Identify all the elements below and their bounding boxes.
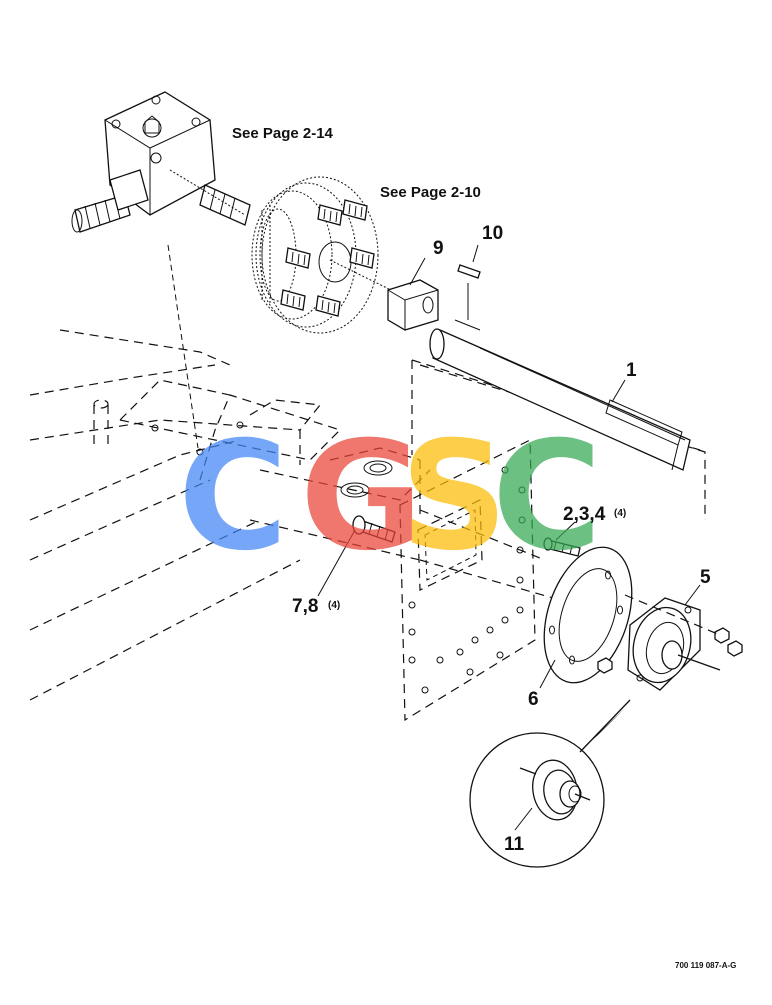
bearing-part-5 (597, 594, 743, 691)
callout-7-8: 7,8 (292, 596, 318, 617)
gearbox (71, 91, 251, 233)
callout-9: 9 (433, 238, 444, 259)
coupler-part-9 (387, 279, 439, 331)
callout-2-3-4-qty: (4) (614, 508, 626, 519)
sheave-assembly (251, 176, 396, 334)
watermark-letter-3: S (400, 410, 508, 584)
watermark-letter-1: C (178, 410, 288, 584)
mounting-plate (399, 439, 561, 722)
callout-6: 6 (528, 689, 539, 710)
shaft-part-1 (411, 319, 706, 520)
wheel-studs (280, 199, 375, 317)
detail-view-11 (469, 699, 631, 868)
bolt-2-3-4 (543, 537, 581, 557)
drawing-number: 700 119 087-A-G (675, 961, 736, 970)
callout-7-8-qty: (4) (328, 600, 340, 611)
callout-1: 1 (626, 360, 637, 381)
see-page-gearbox-label: See Page 2-14 (232, 125, 334, 142)
callout-5: 5 (700, 567, 711, 588)
watermark-letter-2: G (300, 410, 423, 584)
leader-lines (317, 244, 701, 831)
callout-10: 10 (482, 223, 503, 244)
callout-11: 11 (504, 834, 525, 855)
watermark: C G S C (178, 410, 602, 584)
watermark-letter-4: C (492, 410, 602, 584)
plate-holes (408, 466, 526, 694)
key-part-10 (457, 264, 481, 320)
flange-plate-6 (543, 546, 633, 684)
see-page-sheave-label: See Page 2-10 (380, 184, 481, 201)
callout-2-3-4: 2,3,4 (563, 504, 606, 525)
carriage-bolt-7-8 (352, 515, 396, 543)
